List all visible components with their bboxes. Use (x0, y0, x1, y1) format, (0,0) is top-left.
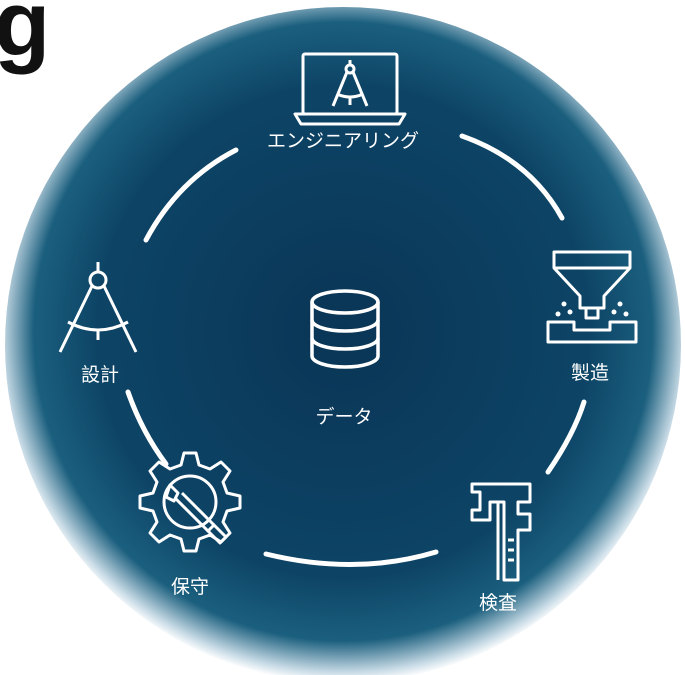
center-label: データ (315, 406, 373, 428)
stage-label-engineering: エンジニアリング (266, 130, 420, 152)
stage-label-manufacturing: 製造 (570, 362, 610, 384)
ring-arc (125, 389, 169, 467)
ring-arc (143, 147, 239, 243)
compass-icon (58, 262, 138, 353)
stage-label-maintenance: 保守 (170, 576, 210, 598)
dispenser-icon (546, 250, 638, 344)
background-disc (5, 7, 681, 675)
ring-arc (459, 133, 565, 221)
laptop-compass-icon (293, 52, 407, 126)
stage-label-design: 設計 (80, 364, 120, 386)
heading-fragment: g (0, 0, 51, 75)
caliper-icon (470, 482, 532, 582)
stage-label-inspection: 検査 (478, 592, 518, 614)
database-icon (310, 289, 380, 369)
cycle-ring (125, 133, 587, 567)
ring-arc (263, 549, 439, 567)
gear-wrench-icon (138, 451, 242, 553)
ring-arc (545, 399, 587, 475)
